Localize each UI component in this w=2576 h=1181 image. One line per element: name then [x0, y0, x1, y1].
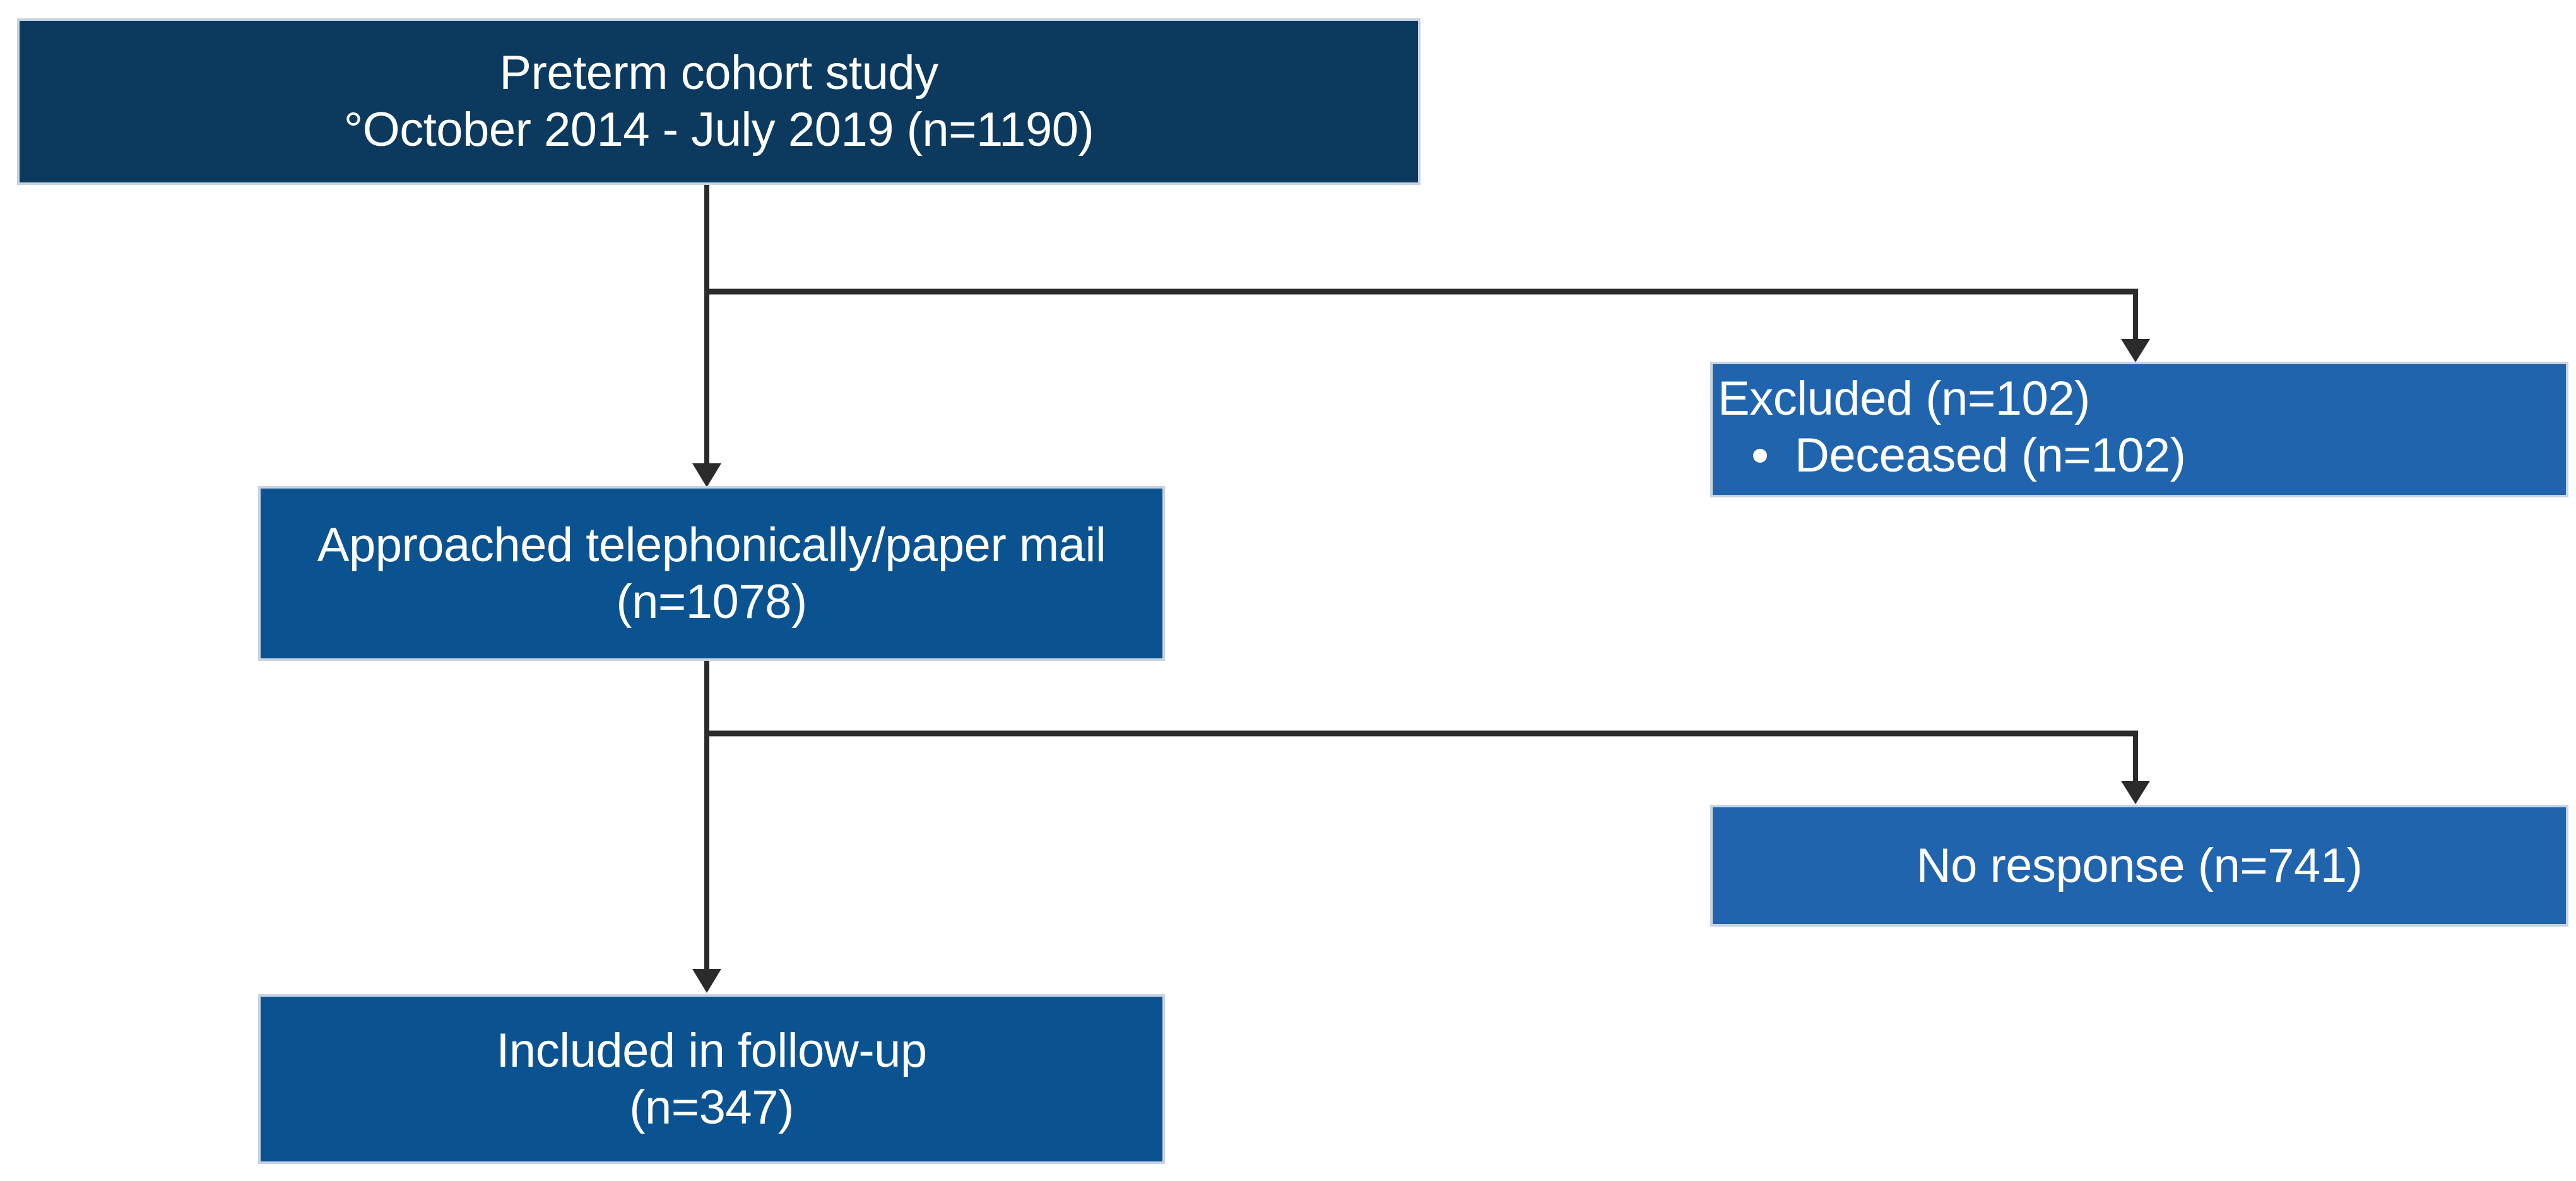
arrowhead-down-icon — [2121, 781, 2150, 804]
node-excluded: Excluded (n=102) Deceased (n=102) — [1710, 362, 2568, 497]
node-text-line: °October 2014 - July 2019 (n=1190) — [343, 103, 1094, 157]
arrowhead-down-icon — [2121, 339, 2150, 362]
node-text-line: Included in follow-up — [496, 1023, 927, 1077]
node-text-line: No response (n=741) — [1916, 838, 2363, 893]
node-text-line: (n=347) — [629, 1080, 794, 1134]
connector-approached-to-included — [692, 661, 721, 993]
node-text-line: (n=1078) — [616, 574, 807, 629]
connector-branch-to-no-response — [704, 730, 2150, 804]
node-approached-telephonically: Approached telephonically/paper mail (n=… — [258, 486, 1165, 661]
node-text-line: Excluded (n=102) — [1718, 372, 2090, 425]
connector-branch-to-excluded — [704, 288, 2150, 362]
node-preterm-cohort-study: Preterm cohort study °October 2014 - Jul… — [17, 18, 1421, 185]
connector-preterm-to-approached — [692, 185, 721, 487]
arrowhead-down-icon — [692, 969, 721, 993]
node-text-line: Approached telephonically/paper mail — [317, 518, 1106, 572]
node-text-line: Preterm cohort study — [499, 46, 938, 100]
bullet-icon — [1753, 449, 1767, 463]
node-included-in-follow-up: Included in follow-up (n=347) — [258, 994, 1165, 1164]
bullet-item: Deceased (n=102) — [1718, 427, 2186, 484]
node-no-response: No response (n=741) — [1710, 805, 2568, 927]
bullet-text: Deceased (n=102) — [1795, 429, 2186, 482]
arrowhead-down-icon — [692, 463, 721, 487]
